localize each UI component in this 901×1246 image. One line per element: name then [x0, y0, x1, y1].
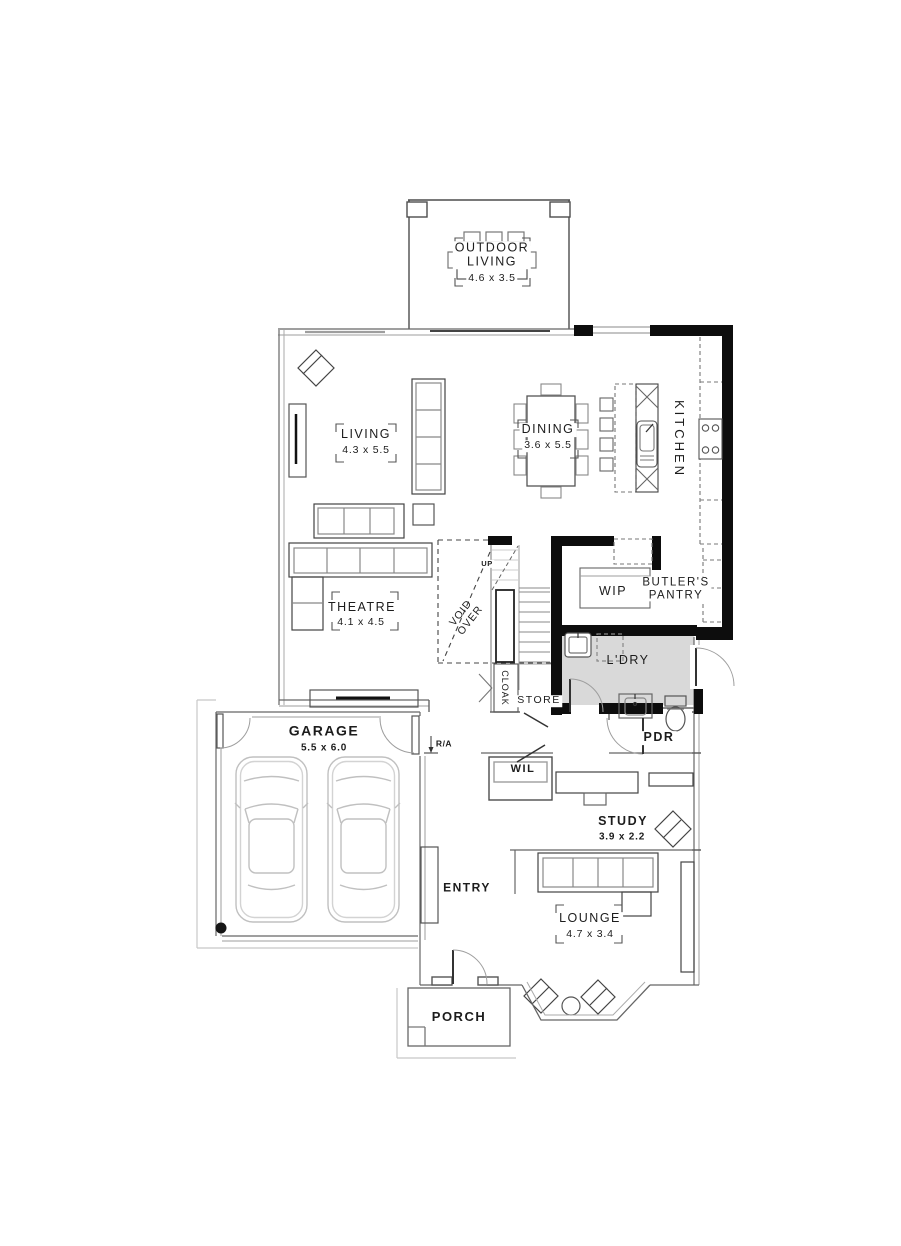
cloak-closet — [478, 663, 519, 713]
pdr-fittings — [606, 693, 687, 755]
washer-space — [596, 633, 624, 662]
laundry-fittings — [564, 632, 735, 713]
butlers-pantry-line1: BUTLER'S — [642, 576, 710, 589]
void-outline — [437, 539, 551, 664]
lounge-furniture — [523, 852, 695, 1016]
stairs-up-label: UP — [479, 558, 495, 569]
theatre-furniture — [288, 542, 433, 708]
toilet-icon — [664, 695, 687, 707]
car-icon — [326, 756, 401, 923]
room-label-entry: ENTRY — [441, 880, 493, 895]
room-dim-living: 4.3 x 5.5 — [340, 444, 392, 457]
room-dim-outdoor-living: 4.6 x 3.5 — [466, 272, 518, 285]
room-label-outdoor-living: OUTDOOR LIVING — [452, 240, 532, 269]
room-label-dining: DINING — [519, 422, 577, 437]
bay-window — [521, 981, 651, 1021]
entry-fittings — [420, 846, 488, 985]
room-dim-lounge: 4.7 x 3.4 — [564, 928, 616, 941]
room-dim-dining: 3.6 x 5.5 — [522, 439, 574, 452]
stair-handrail — [495, 589, 515, 663]
desk-chair-icon — [583, 792, 607, 806]
downpipe-icon — [215, 922, 227, 934]
room-label-kitchen: KITCHEN — [671, 397, 688, 481]
island-overhang — [614, 383, 637, 493]
living-furniture — [288, 349, 446, 539]
return-air-label: R/A — [433, 738, 455, 749]
cooktop-icon — [698, 418, 723, 460]
entry-cabinet-icon — [420, 846, 439, 924]
cabinet-icon — [680, 861, 695, 973]
garage-hall-door-leaf — [411, 715, 420, 755]
room-label-pdr: PDR — [641, 730, 677, 745]
room-label-wil: WIL — [508, 762, 538, 776]
tv-unit-icon — [288, 403, 307, 478]
room-label-store: STORE — [515, 694, 563, 707]
room-label-porch: PORCH — [429, 1008, 489, 1025]
wil-door-leaf — [516, 744, 546, 763]
sofa-chaise-icon — [621, 891, 652, 917]
stool-icon — [599, 417, 614, 432]
side-table-icon — [412, 503, 435, 526]
room-label-living: LIVING — [339, 427, 393, 442]
room-label-laundry: L'DRY — [606, 653, 650, 668]
desk-icon — [555, 771, 639, 794]
garage-contents — [215, 713, 438, 934]
room-label-butlers-pantry: BUTLER'S PANTRY — [640, 576, 712, 602]
room-label-study: STUDY — [596, 814, 650, 829]
sofa-icon — [313, 503, 405, 539]
sofa-icon — [537, 852, 659, 893]
armchair-icon — [654, 810, 692, 848]
room-dim-garage: 5.5 x 6.0 — [298, 742, 350, 754]
outdoor-living-line1: OUTDOOR — [454, 240, 530, 255]
study-furniture — [555, 771, 694, 848]
stairs — [491, 545, 551, 728]
store-door-leaf — [523, 712, 549, 728]
side-chair-icon — [297, 349, 335, 387]
room-label-wip: WIP — [596, 584, 630, 599]
stool-icon — [599, 437, 614, 452]
room-label-garage: GARAGE — [286, 722, 362, 739]
outdoor-living-line2: LIVING — [466, 254, 517, 268]
stool-icon — [599, 457, 614, 472]
garage-door-leaf — [216, 713, 224, 749]
room-dim-theatre: 4.1 x 4.5 — [335, 616, 387, 629]
sofa-icon — [411, 378, 446, 495]
room-label-lounge: LOUNGE — [557, 911, 623, 926]
armchair-icon — [523, 978, 559, 1014]
exterior-ground-lines — [196, 699, 516, 1059]
car-icon — [234, 756, 309, 923]
room-label-cloak: CLOAK — [499, 668, 510, 708]
return-air-arrow-icon — [428, 747, 434, 753]
dim-brackets — [331, 237, 623, 944]
walls-thick — [488, 325, 733, 715]
kitchen-island-icon — [635, 383, 659, 493]
room-dim-study: 3.9 x 2.2 — [596, 831, 648, 843]
stool-icon — [599, 397, 614, 412]
tv-unit-icon — [309, 689, 419, 708]
round-table-icon — [561, 996, 581, 1016]
fridge-space — [613, 538, 653, 565]
porch-outline — [407, 987, 511, 1047]
sofa-icon — [288, 542, 433, 578]
butlers-pantry-line2: PANTRY — [648, 589, 704, 601]
shelf-icon — [648, 772, 694, 787]
armchair-icon — [580, 979, 616, 1015]
room-label-theatre: THEATRE — [326, 600, 398, 615]
wil-door — [516, 744, 546, 763]
